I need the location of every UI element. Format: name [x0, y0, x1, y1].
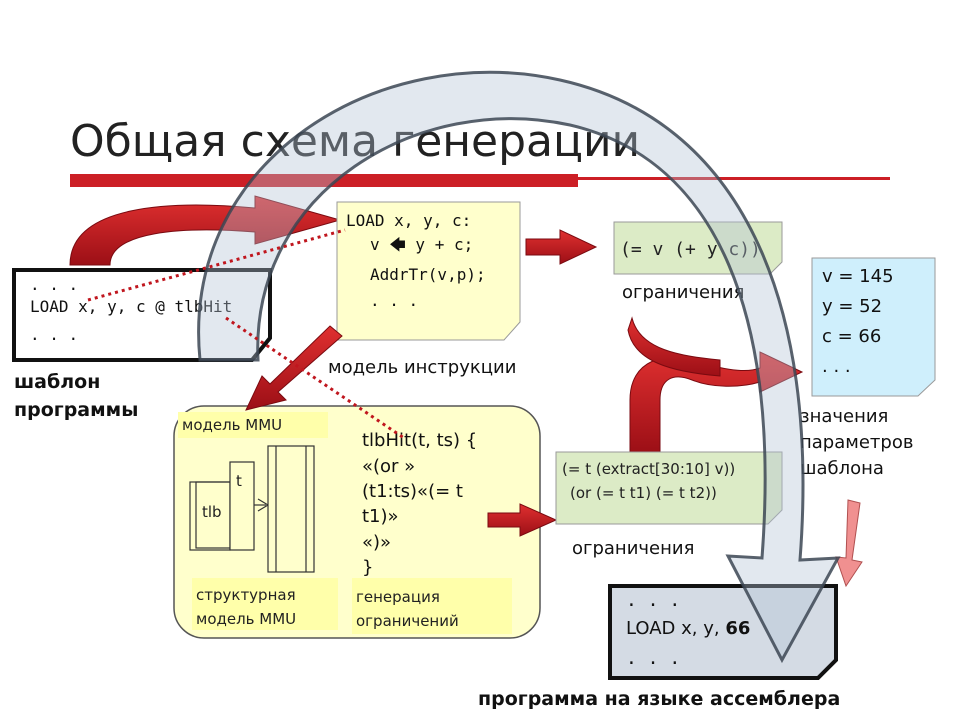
structural-label-bg — [192, 578, 338, 630]
result-line: . . . — [626, 648, 680, 669]
structural-label: структурная — [196, 586, 296, 604]
mmu-code-line: (t1:ts)«(= t — [362, 481, 463, 502]
values-box — [811, 257, 936, 397]
structural-label: модель MMU — [196, 610, 296, 628]
constraints-top-merge-arrow — [627, 316, 721, 377]
values-label: шаблона — [800, 458, 884, 479]
constraints-bottom-label: ограничения — [572, 538, 694, 559]
template-box — [12, 268, 272, 362]
template-line: . . . — [30, 275, 78, 294]
values-to-result-arrow — [835, 499, 863, 588]
title-underline-thin — [578, 177, 890, 180]
gen-label-bg — [352, 578, 512, 634]
template-line: . . . — [30, 325, 78, 344]
correspondence-dotted-line — [225, 316, 405, 440]
instruction-to-mmu-arrow — [245, 325, 343, 411]
gen-label: ограничений — [356, 612, 459, 630]
memory-block — [267, 445, 315, 573]
page-title: Общая схема генерации — [70, 116, 640, 167]
constraints-top-box — [613, 221, 783, 275]
title-underline-red — [70, 174, 578, 187]
template-label: программы — [14, 399, 138, 421]
result-line-bold: 66 — [725, 618, 750, 639]
instruction-line: LOAD x, y, c: — [346, 211, 471, 230]
instruction-line: . . . — [370, 291, 418, 310]
result-line: . . . — [626, 590, 680, 611]
values-label: параметров — [800, 432, 913, 453]
mmu-label-bg — [178, 412, 328, 438]
gen-label: генерация — [356, 588, 440, 606]
constraints-bottom-line: (or (= t t1) (= t t2)) — [570, 484, 717, 502]
mmu-code-line: «(or » — [362, 456, 415, 477]
values-line: . . . — [822, 356, 851, 377]
result-label: программа на языке ассемблера — [478, 688, 840, 710]
values-label: значения — [800, 406, 888, 427]
values-line: c = 66 — [822, 326, 881, 347]
mmu-label: модель MMU — [182, 416, 282, 434]
constraints-bottom-box — [555, 451, 783, 525]
t-register — [229, 461, 255, 551]
result-line: LOAD x, y, 66 — [626, 618, 750, 639]
template-to-instruction-arrow — [69, 195, 342, 266]
correspondence-dotted-line — [87, 228, 346, 302]
mmu-code-line: t1)» — [362, 506, 399, 527]
overall-flow-arc-arrow — [197, 70, 841, 664]
result-line-prefix: LOAD x, y, — [626, 618, 725, 639]
template-line: LOAD x, y, c @ tlbHit — [30, 297, 232, 316]
instruction-label: модель инструкции — [328, 357, 516, 378]
instruction-line: v 🡄 y + c; — [370, 235, 473, 254]
mmu-code-line: tlbHit(t, ts) { — [362, 430, 477, 451]
instruction-line: AddrTr(v,p); — [370, 265, 486, 284]
template-label: шаблон — [14, 371, 100, 393]
tlb-label: tlb — [202, 503, 222, 521]
mmu-to-constraints-arrow — [487, 503, 558, 537]
mmu-code-line: } — [362, 557, 373, 578]
instruction-to-constraints-arrow — [525, 229, 598, 265]
constraints-bottom-line: (= t (extract[30:10] v)) — [562, 460, 735, 478]
instruction-box — [336, 201, 521, 341]
constraints-top-label: ограничения — [622, 282, 744, 303]
values-line: v = 145 — [822, 266, 894, 287]
tlb-block — [189, 481, 231, 551]
mmu-code-line: «)» — [362, 532, 391, 553]
t-label: t — [236, 472, 242, 490]
values-line: y = 52 — [822, 296, 882, 317]
